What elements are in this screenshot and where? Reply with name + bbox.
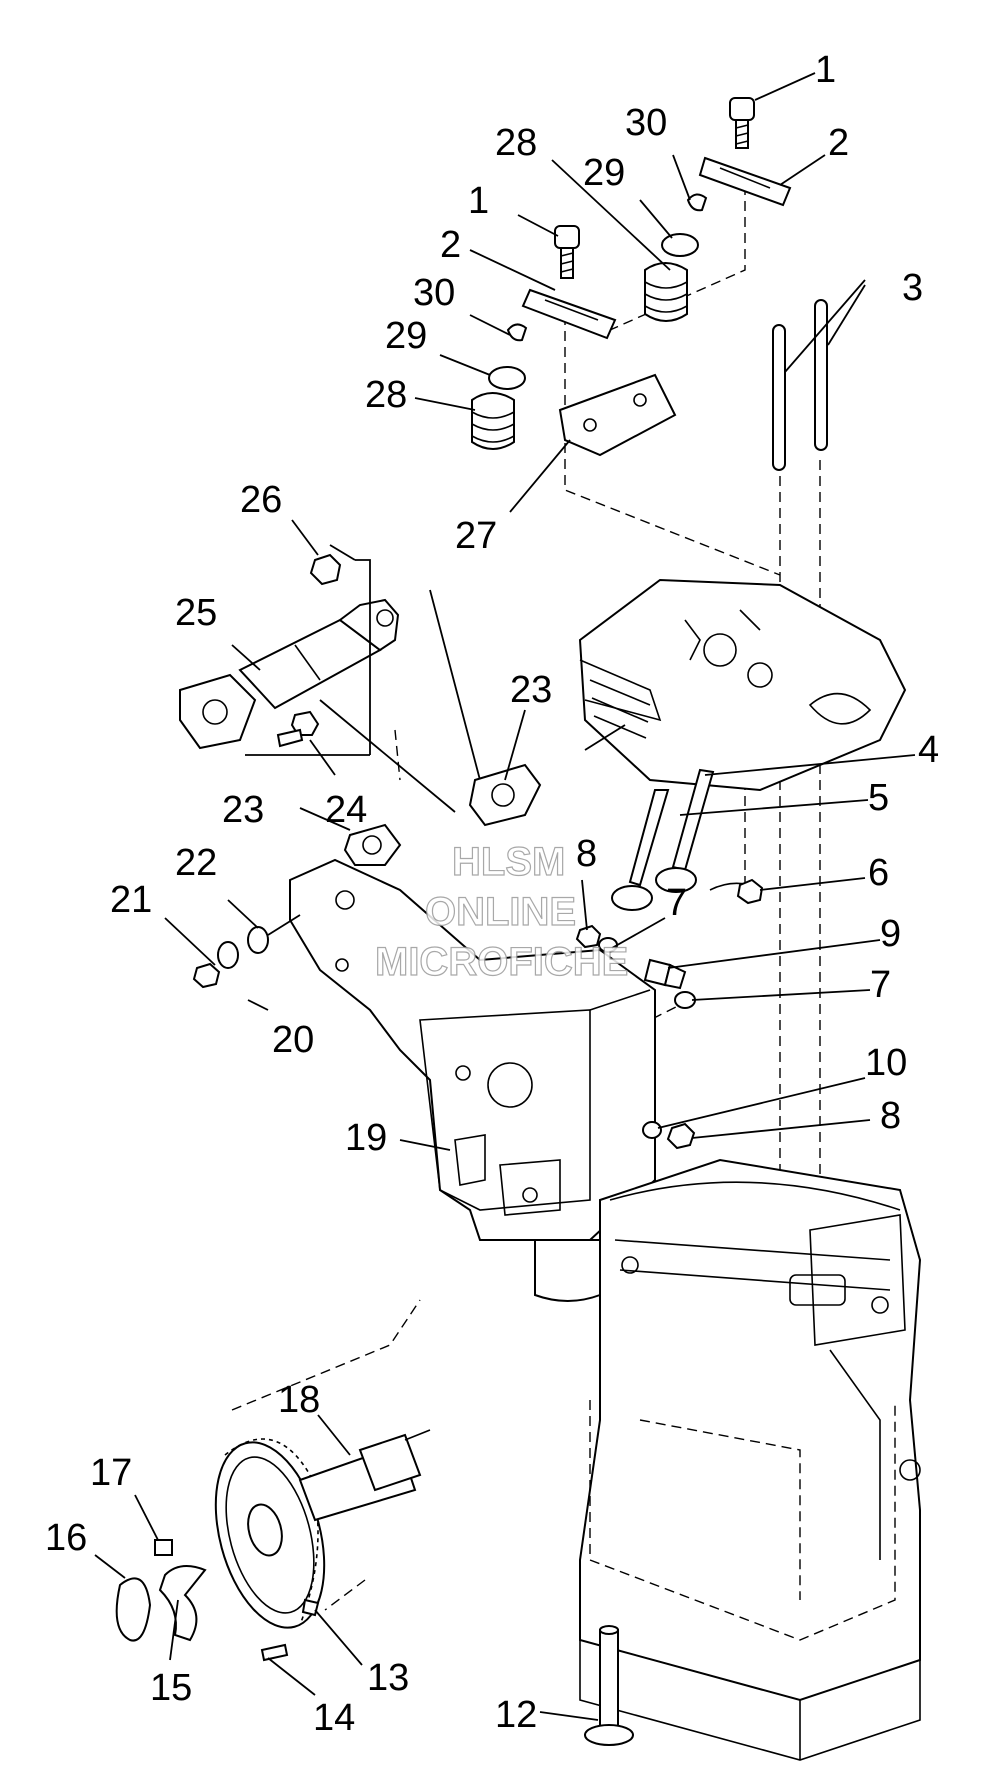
callout-24: 24 xyxy=(325,789,367,831)
callout-19: 19 xyxy=(345,1117,387,1159)
flange-bolt-24 xyxy=(276,710,320,748)
callout-3: 3 xyxy=(902,267,923,309)
exhaust-gasket-lower xyxy=(343,823,402,866)
cylinder-head xyxy=(578,578,907,792)
callout-numbers: 1 2 3 4 5 6 7 7 8 8 9 10 12 13 14 15 16 … xyxy=(45,49,939,1739)
callout-30-lower: 30 xyxy=(413,272,455,314)
push-rods xyxy=(772,299,828,471)
flange-nut-8-upper xyxy=(575,924,602,949)
intake-valve xyxy=(611,789,670,911)
valve-collet-right xyxy=(686,193,708,212)
flange-nut-26 xyxy=(309,553,342,586)
callout-28-upper: 28 xyxy=(495,122,537,164)
callout-5: 5 xyxy=(868,777,889,819)
callout-16: 16 xyxy=(45,1517,87,1559)
pin-14 xyxy=(260,1643,289,1662)
callout-2-lower: 2 xyxy=(440,224,461,266)
callout-25: 25 xyxy=(175,592,217,634)
rocker-arm-right xyxy=(698,156,792,207)
callout-14: 14 xyxy=(313,1697,355,1739)
lock-washer-10 xyxy=(642,1121,662,1139)
watermark-line-1: HLSM xyxy=(452,840,565,884)
callout-23-upper: 23 xyxy=(510,669,552,711)
callout-29-upper: 29 xyxy=(583,152,625,194)
callout-26: 26 xyxy=(240,479,282,521)
callout-7-lower: 7 xyxy=(870,964,891,1006)
valve-spring-left xyxy=(471,392,515,450)
pipe-stud-line xyxy=(329,544,356,561)
crankcase xyxy=(579,1158,922,1761)
watermark-line-3: MICROFICHE xyxy=(375,940,628,984)
callout-9: 9 xyxy=(880,913,901,955)
watermark-line-2: ONLINE xyxy=(425,890,576,934)
pipe-bracket-line xyxy=(355,559,371,755)
rocker-cap-screw-right xyxy=(729,97,755,149)
callout-6: 6 xyxy=(868,852,889,894)
valve-spring-right xyxy=(644,262,688,322)
spring-retainer-left xyxy=(488,366,526,390)
watermark: HLSM ONLINE MICROFICHE xyxy=(374,839,629,984)
stud-9 xyxy=(643,958,687,990)
pipe-gasket-line xyxy=(429,589,481,781)
callout-20: 20 xyxy=(272,1019,314,1061)
callout-22: 22 xyxy=(175,842,217,884)
callout-30-upper: 30 xyxy=(625,102,667,144)
camshaft-gear xyxy=(214,1438,326,1629)
nut-21 xyxy=(192,962,221,989)
callout-1-top: 1 xyxy=(815,49,836,91)
callout-8-upper: 8 xyxy=(576,833,597,875)
callout-7-upper: 7 xyxy=(666,882,687,924)
spring-retainer-right xyxy=(661,233,699,257)
exhaust-pipe xyxy=(179,598,400,750)
callout-27: 27 xyxy=(455,515,497,557)
callout-1-lower: 1 xyxy=(468,180,489,222)
retaining-ring-16 xyxy=(115,1577,152,1642)
cam-pin-17 xyxy=(154,1539,173,1556)
callout-23-lower: 23 xyxy=(222,789,264,831)
washer-20 xyxy=(217,941,239,969)
nut-6 xyxy=(736,878,764,905)
valve-lifter-12 xyxy=(584,1625,634,1746)
callout-18: 18 xyxy=(278,1379,320,1421)
exhaust-gasket-upper xyxy=(468,763,542,827)
washer-22 xyxy=(247,926,269,954)
muffler-stud-line xyxy=(267,914,301,936)
callout-15: 15 xyxy=(150,1667,192,1709)
callout-12: 12 xyxy=(495,1694,537,1736)
callout-17: 17 xyxy=(90,1452,132,1494)
flange-nut-8-lower xyxy=(666,1122,696,1150)
callout-4: 4 xyxy=(918,729,939,771)
leader-lines xyxy=(94,72,916,1721)
callout-13: 13 xyxy=(367,1657,409,1699)
callout-29-lower: 29 xyxy=(385,315,427,357)
callout-2-top: 2 xyxy=(828,122,849,164)
cam-lever-15 xyxy=(158,1565,207,1642)
callout-28-lower: 28 xyxy=(365,374,407,416)
callout-10: 10 xyxy=(865,1042,907,1084)
push-rod-guide-plate xyxy=(558,373,677,457)
pipe-to-muffler-line xyxy=(319,699,456,813)
rocker-cap-screw-left xyxy=(554,225,580,279)
callout-21: 21 xyxy=(110,879,152,921)
rocker-arm-left xyxy=(521,288,617,340)
callout-8-lower: 8 xyxy=(880,1095,901,1137)
spring-13 xyxy=(301,1598,320,1617)
valve-collet-left xyxy=(506,323,528,342)
exhaust-valve xyxy=(655,768,715,893)
camshaft xyxy=(298,1429,431,1522)
